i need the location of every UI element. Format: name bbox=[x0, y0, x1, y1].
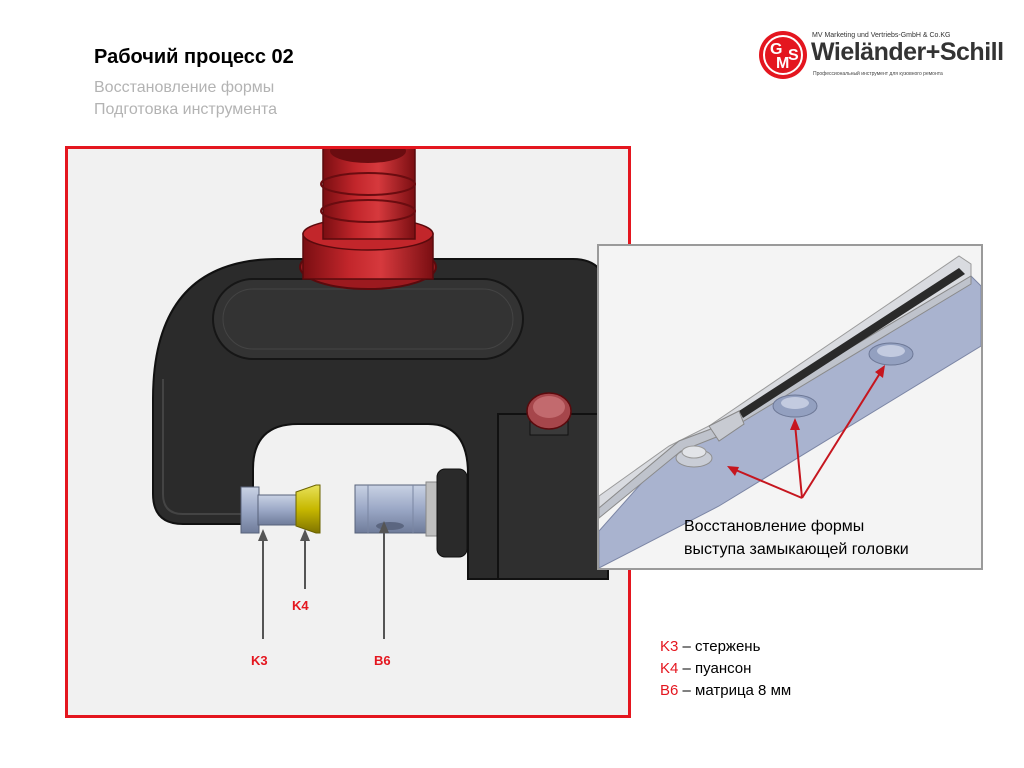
legend-text: – матрица 8 мм bbox=[678, 682, 792, 699]
svg-text:M: M bbox=[776, 55, 789, 72]
legend-text: – стержень bbox=[678, 638, 761, 655]
logo-company-name: MV Marketing und Vertriebs-GmbH & Co.KG bbox=[812, 32, 951, 39]
callout-b6: B6 bbox=[374, 653, 391, 668]
callout-k4: K4 bbox=[292, 598, 309, 613]
logo-brand: Wieländer+Schill bbox=[811, 38, 1004, 66]
company-logo: G M S MV Marketing und Vertriebs-GmbH & … bbox=[758, 28, 1004, 88]
page-subtitle-1: Восстановление формы bbox=[94, 79, 275, 96]
legend-item-b6: B6 – матрица 8 мм bbox=[660, 680, 791, 702]
legend-item-k4: K4 – пуансон bbox=[660, 658, 791, 680]
inset-caption: Восстановление формы выступа замыкающей … bbox=[684, 515, 909, 561]
page-title: Рабочий процесс 02 bbox=[94, 46, 294, 68]
logo-tagline: Профессиональный инструмент для кузовног… bbox=[813, 71, 943, 77]
detail-inset bbox=[597, 244, 983, 570]
sheet-detail-drawing bbox=[599, 255, 981, 568]
page-subtitle-2: Подготовка инструмента bbox=[94, 101, 278, 118]
legend-item-k3: K3 – стержень bbox=[660, 636, 791, 658]
callout-k3: K3 bbox=[251, 653, 268, 668]
tool-illustration-frame: K4 K3 B6 bbox=[65, 146, 631, 718]
gms-badge-icon: G M S bbox=[759, 31, 807, 79]
svg-text:G: G bbox=[770, 41, 782, 58]
legend-code: K4 bbox=[660, 660, 679, 677]
inset-caption-line-1: Восстановление формы bbox=[684, 518, 865, 535]
inset-arrow-2 bbox=[794, 423, 803, 499]
c-frame-tool-drawing bbox=[152, 149, 609, 639]
svg-text:S: S bbox=[788, 47, 799, 64]
legend-code: K3 bbox=[660, 638, 679, 655]
inset-arrow-3 bbox=[801, 369, 883, 499]
inset-arrow-1 bbox=[730, 467, 803, 499]
inset-caption-line-2: выступа замыкающей головки bbox=[684, 541, 909, 558]
legend-code: B6 bbox=[660, 682, 679, 699]
parts-legend: K3 – стержень K4 – пуансон B6 – матрица … bbox=[660, 636, 791, 702]
legend-text: – пуансон bbox=[678, 660, 752, 677]
